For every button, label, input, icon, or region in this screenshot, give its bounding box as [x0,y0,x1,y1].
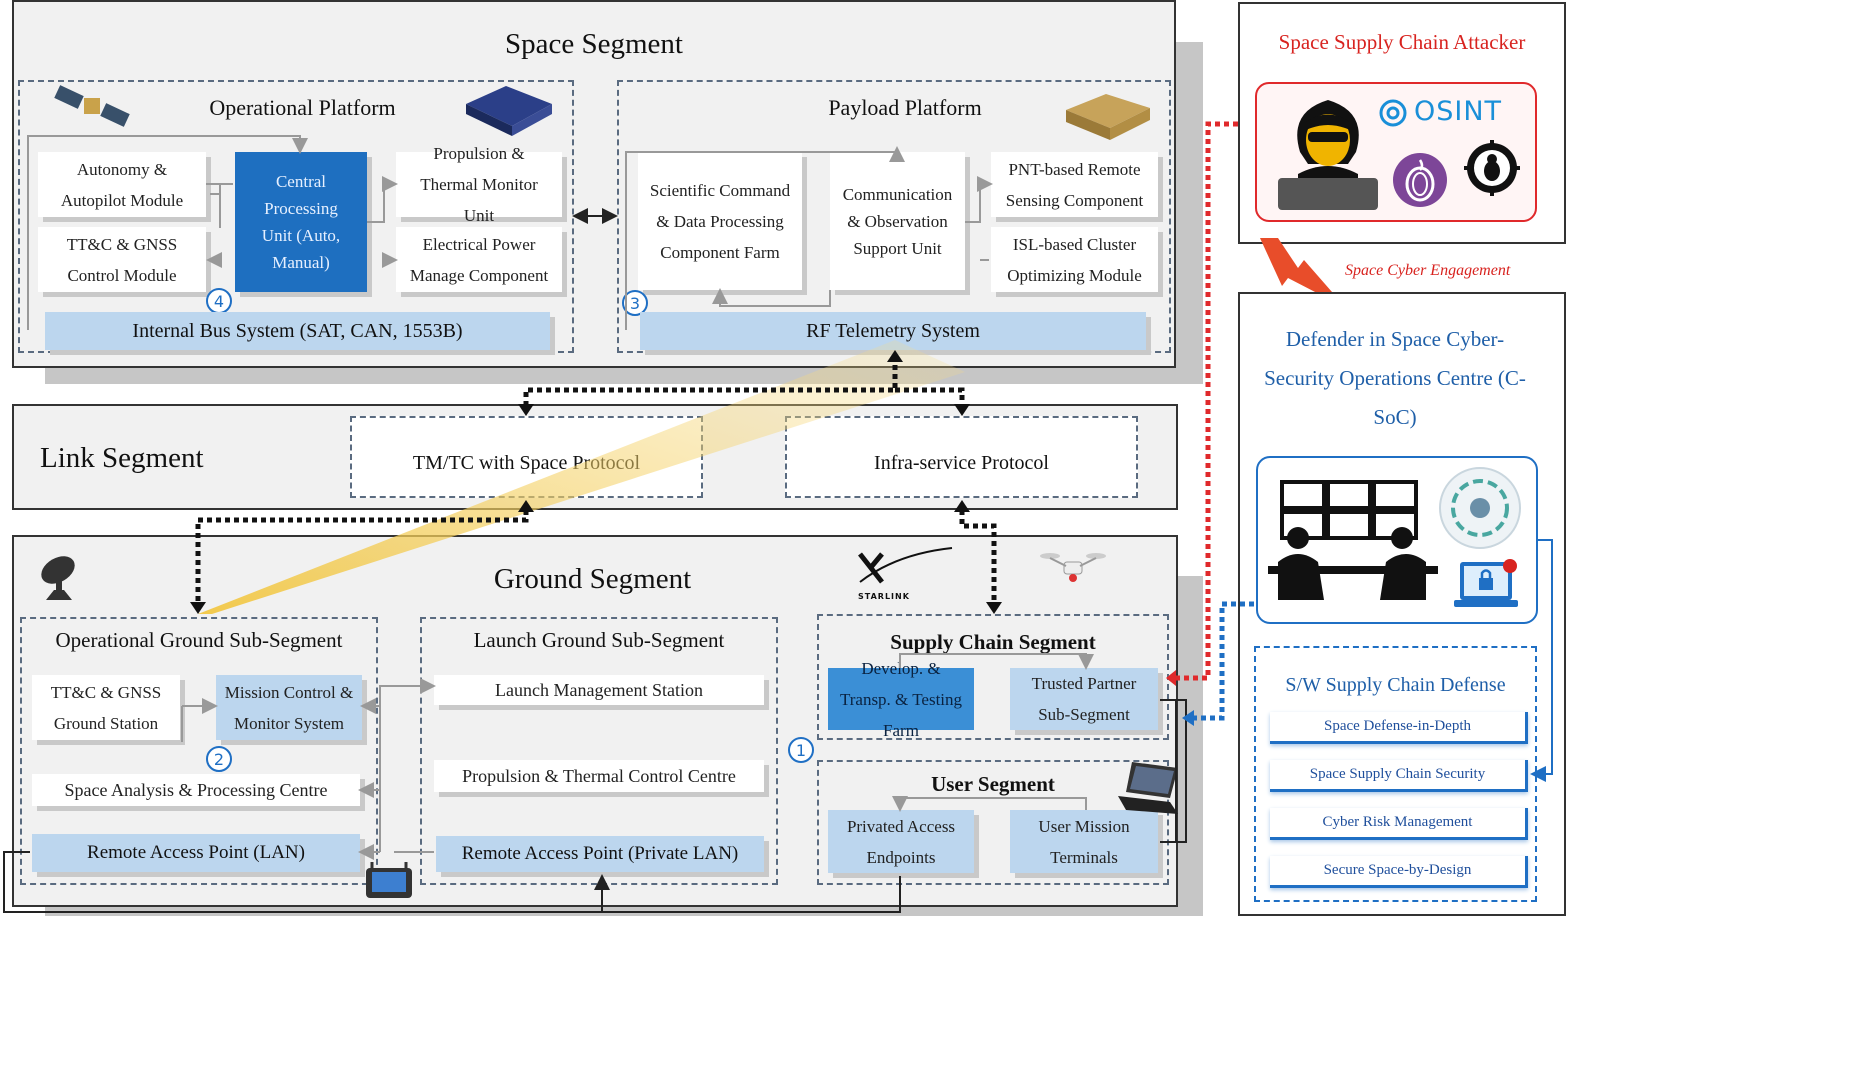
cyber-engagement-label: Space Cyber Engagement [1345,262,1511,279]
user-mission-terminals: User Mission Terminals [1010,810,1158,873]
ttc-gnss-ground-station: TT&C & GNSS Ground Station [32,675,180,740]
remote-access-point-private-lan: Remote Access Point (Private LAN) [436,836,764,872]
ground-segment-title: Ground Segment [493,563,692,595]
defense-item-depth: Space Defense-in-Depth [1270,712,1528,744]
pnt-remote-sensing-component: PNT-based Remote Sensing Component [991,152,1158,217]
attacker-title: Space Supply Chain Attacker [1278,30,1526,54]
trusted-partner-sub-segment: Trusted Partner Sub-Segment [1010,668,1158,730]
mission-control-monitor-system: Mission Control & Monitor System [216,675,362,740]
step-2-badge: 2 [206,746,232,772]
space-analysis-processing-centre: Space Analysis & Processing Centre [32,774,360,806]
operational-ground-title: Operational Ground Sub-Segment [55,628,343,652]
soc-operators-icon [1268,480,1438,600]
electrical-power-manage-component: Electrical Power Manage Component [396,227,562,292]
lightning-bolt-icon [1260,238,1346,308]
osint-label: OSINT [1414,96,1503,127]
step-1-badge: 1 [788,737,814,763]
remote-controller-icon [366,862,412,898]
operational-ground-sub-segment [20,617,378,885]
starlink-logo-icon [858,547,953,584]
cycle-diagram-icon [1439,467,1521,549]
space-segment-title: Space Segment [505,28,683,60]
step-4-badge: 4 [206,288,232,314]
supply-chain-title: Supply Chain Segment [890,630,1096,654]
sw-supply-chain-defense-title: S/W Supply Chain Defense [1285,674,1506,696]
privated-access-endpoints: Privated Access Endpoints [828,810,974,873]
launch-management-station: Launch Management Station [434,675,764,705]
cubesat-icon [466,86,552,136]
internal-bus-system: Internal Bus System (SAT, CAN, 1553B) [45,312,550,350]
defense-item-secure-by-design: Secure Space-by-Design [1270,856,1528,888]
defender-title: Defender in Space Cyber-Security Operati… [1264,327,1526,429]
starlink-wordmark: STARLINK [858,592,910,601]
satellite-icon [54,85,130,127]
payload-platform-title: Payload Platform [828,95,982,120]
bug-target-icon [1464,140,1520,196]
user-segment [817,760,1169,885]
communication-observation-support-unit: Communication & Observation Support Unit [830,152,965,290]
infra-service-protocol-label: Infra-service Protocol [874,452,1049,474]
launch-ground-title: Launch Ground Sub-Segment [473,628,725,652]
payload-hardware-icon [1066,94,1150,140]
scientific-command-data-processing-farm: Scientific Command & Data Processing Com… [638,152,802,290]
defense-item-supply-chain-security: Space Supply Chain Security [1270,760,1528,792]
ttc-gnss-control-module: TT&C & GNSS Control Module [38,227,206,292]
defense-item-cyber-risk: Cyber Risk Management [1270,808,1528,840]
laptop-lock-icon [1454,559,1518,607]
infra-service-protocol-box [785,416,1138,498]
central-processing-unit: Central Processing Unit (Auto, Manual) [235,152,367,292]
rugged-laptop-icon [1118,762,1178,814]
hacker-icon [1278,100,1378,210]
tor-onion-icon [1393,153,1447,207]
autonomy-autopilot-module: Autonomy & Autopilot Module [38,152,206,217]
remote-access-point-lan: Remote Access Point (LAN) [32,834,360,872]
operational-platform-title: Operational Platform [209,95,396,120]
drone-icon [1040,553,1106,582]
isl-cluster-optimizing-module: ISL-based Cluster Optimizing Module [991,227,1158,292]
user-segment-title: User Segment [931,772,1055,796]
satellite-dish-icon [41,556,75,600]
osint-icon [1379,99,1407,127]
propulsion-thermal-control-centre: Propulsion & Thermal Control Centre [434,760,764,792]
link-segment-title: Link Segment [40,442,204,474]
